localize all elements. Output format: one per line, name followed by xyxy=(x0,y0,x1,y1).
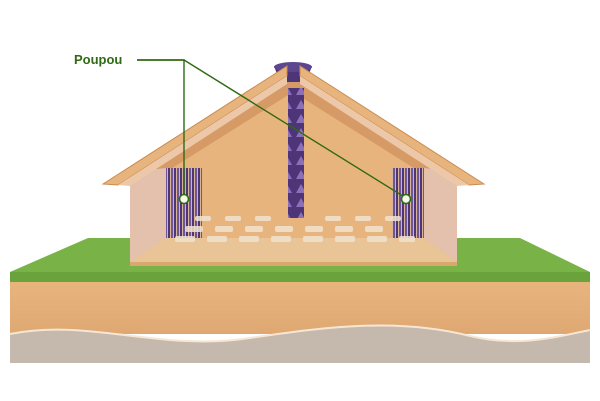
circle-marker-icon xyxy=(400,193,412,205)
wharenui-house xyxy=(101,62,486,266)
floor xyxy=(130,238,457,262)
rock-layer xyxy=(10,325,590,363)
left-side-wall xyxy=(130,168,166,262)
floor-front-edge xyxy=(130,262,457,266)
poupou-callout: Poupou xyxy=(74,52,412,205)
soil-layer xyxy=(10,282,590,334)
circle-marker-icon xyxy=(178,193,190,205)
grass-edge xyxy=(10,272,590,282)
roof-right-inner xyxy=(300,76,469,186)
right-side-wall xyxy=(424,168,457,262)
leader-line-right xyxy=(137,59,407,199)
poupou-label: Poupou xyxy=(74,52,122,67)
floor-mats xyxy=(175,216,415,242)
centre-pole xyxy=(288,88,304,218)
soil-rock-boundary xyxy=(9,324,591,343)
roof-left-inner xyxy=(118,76,287,186)
